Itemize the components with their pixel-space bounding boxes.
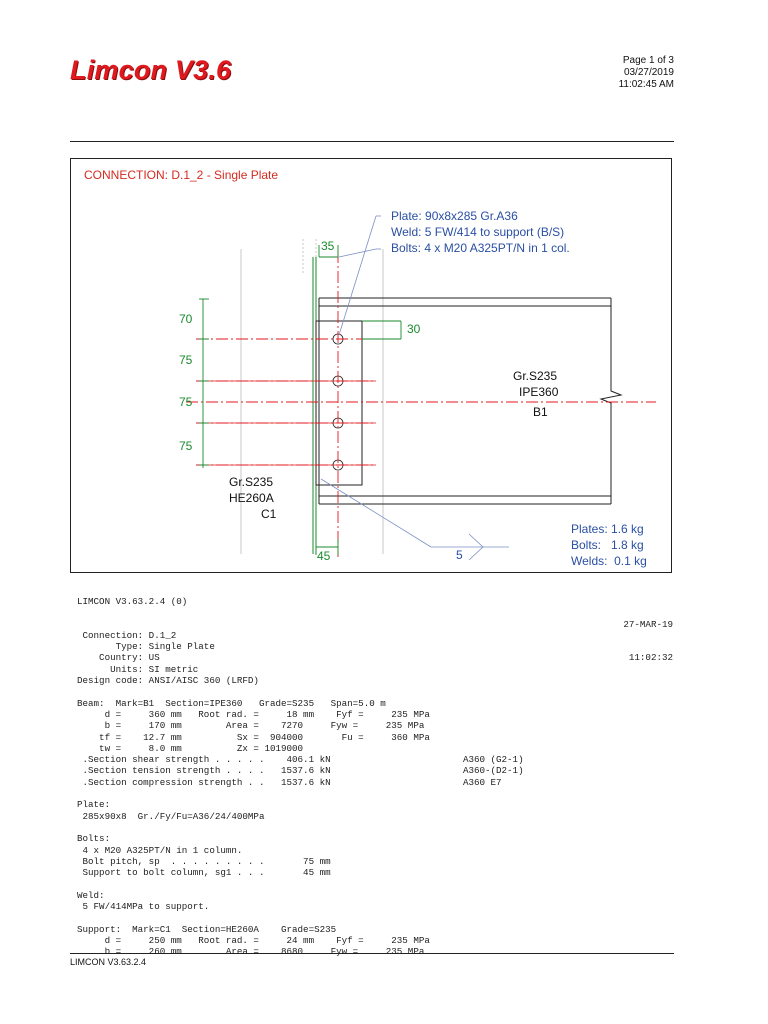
weld-note: Weld: 5 FW/414 to support (B/S) [391, 225, 565, 239]
dimension-lines [199, 245, 402, 555]
report-line: Country: US [77, 652, 160, 664]
report-line: Units: SI metric [77, 663, 199, 675]
report-line: d = 250 mm Root rad. = 24 mm Fyf = 235 M… [77, 934, 430, 946]
report-run-date: 27-MAR-19 [623, 618, 673, 630]
dimension-35: 35 [321, 239, 335, 253]
app-logo: Limcon V3.6 [70, 55, 232, 85]
report-line: tw = 8.0 mm Zx = 1019000 [77, 742, 304, 754]
dimension-30: 30 [407, 322, 421, 336]
leader-lines [320, 215, 509, 561]
report-line: 5 FW/414MPa to support. [77, 901, 210, 913]
report-program: LIMCON V3.63.2.4 (0) [77, 596, 188, 607]
print-date: 03/27/2019 [623, 67, 674, 78]
report-line: b = 170 mm Area = 7270 Fyw = 235 MPa [77, 720, 425, 732]
report-line: Bolts: [77, 833, 111, 845]
report-body: LIMCON V3.63.2.4 (0) Connection: D.1_2 T… [77, 596, 673, 958]
weld-size: 5 [456, 548, 463, 562]
dimension-45: 45 [317, 549, 331, 563]
report-line: tf = 12.7 mm Sx = 904000 Fu = 360 MPa [77, 731, 430, 743]
report-run-stamp: 27-MAR-19 11:02:32 [623, 596, 673, 675]
dimension-75-2: 75 [179, 395, 193, 409]
bolts-note: Bolts: 4 x M20 A325PT/N in 1 col. [391, 241, 570, 255]
report-line: Bolt pitch, sp . . . . . . . . . 75 mm [77, 855, 331, 867]
report-line: Beam: Mark=B1 Section=IPE360 Grade=S235 … [77, 697, 386, 709]
column-mark: C1 [261, 507, 277, 521]
mass-plates: Plates: 1.6 kg [571, 522, 644, 536]
report-line: b = 260 mm Area = 8680 Fyw = 235 MPa [77, 946, 425, 958]
report-lines: Connection: D.1_2 Type: Single Plate Cou… [77, 630, 524, 957]
report-line: Design code: ANSI/AISC 360 (LRFD) [77, 675, 259, 687]
fin-plate [315, 320, 363, 486]
report-line: Type: Single Plate [77, 641, 215, 653]
connection-drawing: CONNECTION: D.1_2 - Single Plate [70, 158, 672, 573]
beam-section: IPE360 [519, 385, 559, 399]
beam-grade: Gr.S235 [513, 369, 558, 383]
report-line: Support: Mark=C1 Section=HE260A Grade=S2… [77, 923, 337, 935]
footer-label: LIMCON V3.63.2.4 [70, 957, 147, 967]
plate-note: Plate: 90x8x285 Gr.A36 [391, 209, 518, 223]
report-line: 285x90x8 Gr./Fy/Fu=A36/24/400MPa [77, 810, 265, 822]
report-line: Support to bolt column, sg1 . . . 45 mm [77, 867, 331, 879]
print-time: 11:02:45 AM [618, 79, 674, 90]
centre-lines [186, 251, 656, 557]
report-line: d = 360 mm Root rad. = 18 mm Fyf = 235 M… [77, 708, 430, 720]
column-section: HE260A [229, 491, 274, 505]
report-run-time: 11:02:32 [628, 652, 673, 664]
page-number: Page 1 of 3 [622, 55, 674, 66]
page-info: Page 1 of 3 03/27/2019 11:02:45 AM [619, 55, 674, 91]
dimension-75-1: 75 [179, 353, 193, 367]
beam-mark: B1 [533, 405, 548, 419]
report-line: 4 x M20 A325PT/N in 1 column. [77, 844, 243, 856]
footer-divider [70, 953, 674, 954]
bolt-row-lines [196, 380, 376, 466]
report-line: Plate: [77, 799, 111, 811]
report-line: .Section shear strength . . . . . 406.1 … [77, 754, 524, 766]
mass-welds: Welds: 0.1 kg [571, 554, 647, 568]
report-line: .Section compression strength . . 1537.6… [77, 776, 502, 788]
header-divider [70, 141, 674, 142]
connection-sketch [186, 215, 656, 561]
mass-bolts: Bolts: 1.8 kg [571, 538, 644, 552]
connection-title: CONNECTION: D.1_2 - Single Plate [84, 168, 279, 182]
dimension-75-3: 75 [179, 439, 193, 453]
column-grade: Gr.S235 [229, 475, 274, 489]
beam-outline [318, 297, 623, 505]
dimension-70: 70 [179, 312, 193, 326]
report-line: .Section tension strength . . . . 1537.6… [77, 765, 524, 777]
report-line: Weld: [77, 889, 105, 901]
report-line: Connection: D.1_2 [77, 629, 177, 641]
